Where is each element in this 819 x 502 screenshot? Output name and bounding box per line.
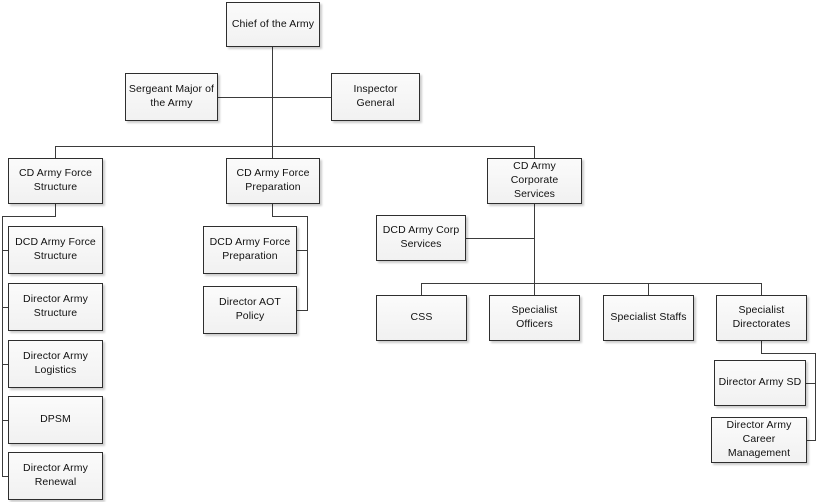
connector-sd-stub-1 [806,383,816,385]
org-node-dpsm[interactable]: DPSM [8,396,103,444]
connector-cs-stub-staffs [648,283,650,295]
connector-fs-stub-3 [2,364,9,366]
org-node-label: Chief of the Army [231,17,315,30]
org-node-sgt_major[interactable]: Sergeant Major of the Army [125,73,218,121]
org-node-chief[interactable]: Chief of the Army [226,2,320,47]
org-node-cd_force_prep[interactable]: CD Army Force Preparation [226,158,320,204]
connector-fs-turn [2,216,56,218]
connector-cs-drop [534,204,536,295]
connector-assistant-bar-right [272,97,331,99]
org-node-label: CSS [410,311,433,324]
connector-level2-stub-left [55,146,57,158]
org-node-label: Director Army SD [718,376,802,389]
org-node-dir_army_logistics[interactable]: Director Army Logistics [8,340,103,388]
connector-fp-drop [272,204,274,216]
org-node-label: Specialist Officers [511,304,558,330]
org-node-dir_army_career[interactable]: Director Army Career Management [711,417,807,463]
org-node-dcd_corp_services[interactable]: DCD Army Corp Services [376,215,466,261]
org-node-label: CD Army Force Preparation [236,167,310,193]
org-node-cd_corporate[interactable]: CD Army Corporate Services [487,158,582,204]
connector-sd-turn [761,353,816,355]
connector-fs-drop [55,204,57,216]
connector-cs-assistant-bar [466,238,535,240]
org-node-label: Inspector General [353,83,398,109]
connector-assistant-bar-left [218,97,273,99]
org-node-label: Director Army Renewal [23,462,88,488]
connector-level2-stub-right [534,146,536,158]
org-node-specialist_dirs[interactable]: Specialist Directorates [716,295,807,341]
connector-fp-stub-2 [297,310,308,312]
org-node-label: Director Army Logistics [23,350,88,376]
connector-fs-stub-4 [2,420,9,422]
org-node-label: DCD Army Force Preparation [209,236,291,262]
connector-sd-stub-2 [806,440,816,442]
org-node-label: CD Army Corporate Services [510,160,559,200]
org-node-dir_army_renewal[interactable]: Director Army Renewal [8,452,103,500]
connector-level2-stub-mid [272,146,274,158]
connector-fp-turn [272,216,308,218]
org-node-cd_force_structure[interactable]: CD Army Force Structure [8,158,103,204]
org-node-label: DCD Army Corp Services [382,224,460,250]
connector-fs-stub-5 [2,476,9,478]
connector-cs-stub-css [421,283,423,295]
connector-sd-drop [761,341,763,353]
org-node-label: DPSM [40,413,71,426]
org-node-label: Director AOT Policy [219,296,281,322]
org-node-dir_aot_policy[interactable]: Director AOT Policy [203,286,297,334]
org-node-dcd_force_structure[interactable]: DCD Army Force Structure [8,226,103,274]
connector-level2-bus [55,146,535,148]
org-node-dir_army_sd[interactable]: Director Army SD [714,360,806,406]
connector-fs-spine [2,216,4,477]
org-node-label: Director Army Career Management [726,419,792,459]
connector-cs-stub-directorates [761,283,763,295]
org-node-label: Sergeant Major of the Army [128,83,215,109]
connector-fp-spine [307,216,309,311]
org-node-label: DCD Army Force Structure [15,236,96,262]
org-node-dcd_force_prep[interactable]: DCD Army Force Preparation [203,226,297,274]
connector-cs-stub-officers [534,283,536,295]
org-node-specialist_officers[interactable]: Specialist Officers [489,295,580,341]
org-node-specialist_staffs[interactable]: Specialist Staffs [603,295,694,341]
connector-fs-stub-2 [2,307,9,309]
connector-chief-down-to-bus [272,47,274,146]
org-node-label: Director Army Structure [23,293,88,319]
org-node-inspector_general[interactable]: Inspector General [331,73,420,121]
org-node-label: CD Army Force Structure [18,167,93,193]
connector-cs-bus [421,283,762,285]
org-node-label: Specialist Directorates [732,304,791,330]
org-node-label: Specialist Staffs [610,311,687,324]
org-node-css[interactable]: CSS [376,295,467,341]
connector-fs-stub-1 [2,250,9,252]
connector-fp-stub-1 [297,250,308,252]
connector-sd-spine [815,353,817,441]
org-node-dir_army_structure[interactable]: Director Army Structure [8,283,103,331]
